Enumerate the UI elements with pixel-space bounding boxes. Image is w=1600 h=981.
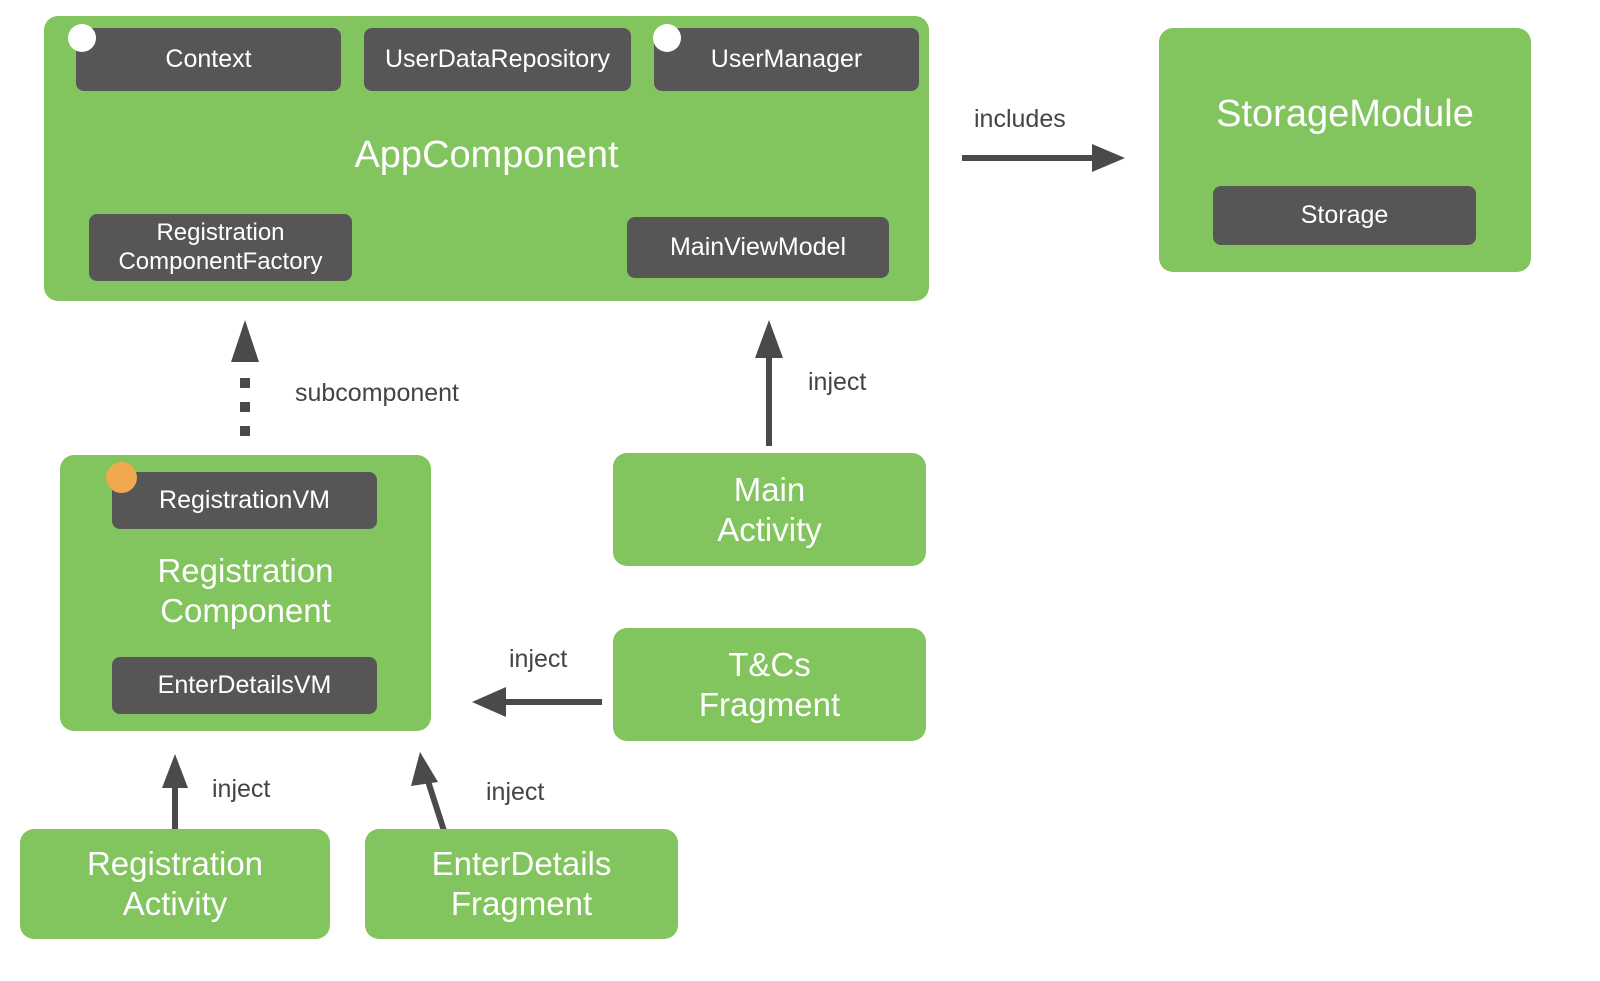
entry-point-dot-user-manager-icon (653, 24, 681, 52)
chip-user-manager[interactable]: UserManager (654, 28, 919, 91)
enter-details-fragment-box[interactable] (365, 829, 678, 939)
app-component-title: AppComponent (354, 134, 619, 177)
registration-activity-label: Registration Activity (86, 845, 264, 922)
chip-registration-component-factory[interactable]: Registration ComponentFactory (89, 214, 352, 281)
enter-details-fragment-label: EnterDetails Fragment (431, 845, 612, 922)
edge-label-subcomponent: subcomponent (295, 379, 460, 407)
tcs-fragment-label: T&Cs Fragment (698, 645, 841, 723)
edge-inject-main-arrow-icon (755, 320, 783, 446)
edge-subcomponent-arrow-icon (231, 320, 259, 436)
edge-inject-tcs-arrow-icon (472, 687, 602, 717)
edge-label-inject-tcs: inject (509, 645, 568, 673)
chip-user-data-repository[interactable]: UserDataRepository (364, 28, 631, 91)
scoped-binding-dot-registration-vm-icon (106, 462, 137, 493)
registration-component-title: Registration Component (157, 552, 334, 629)
storage-module-title: StorageModule (1216, 93, 1474, 136)
main-activity-label: Main Activity (717, 470, 822, 548)
entry-point-dot-context-icon (68, 24, 96, 52)
edge-label-inject-enter-details: inject (486, 778, 545, 806)
registration-activity-box[interactable] (20, 829, 330, 939)
edge-inject-registration-arrow-icon (162, 754, 188, 836)
main-activity-box[interactable] (613, 453, 926, 566)
chip-context[interactable]: Context (76, 28, 341, 91)
edge-label-inject-main: inject (808, 368, 867, 396)
chip-enter-details-vm[interactable]: EnterDetailsVM (112, 657, 377, 714)
chip-registration-vm[interactable]: RegistrationVM (112, 472, 377, 529)
edge-includes-arrow-icon (962, 144, 1125, 172)
edge-label-inject-registration: inject (212, 775, 271, 803)
chip-storage[interactable]: Storage (1213, 186, 1476, 245)
edge-label-includes: includes (974, 105, 1066, 133)
edge-inject-enter-details-arrow-icon (411, 752, 448, 835)
chip-main-view-model[interactable]: MainViewModel (627, 217, 889, 278)
tcs-fragment-box[interactable] (613, 628, 926, 741)
